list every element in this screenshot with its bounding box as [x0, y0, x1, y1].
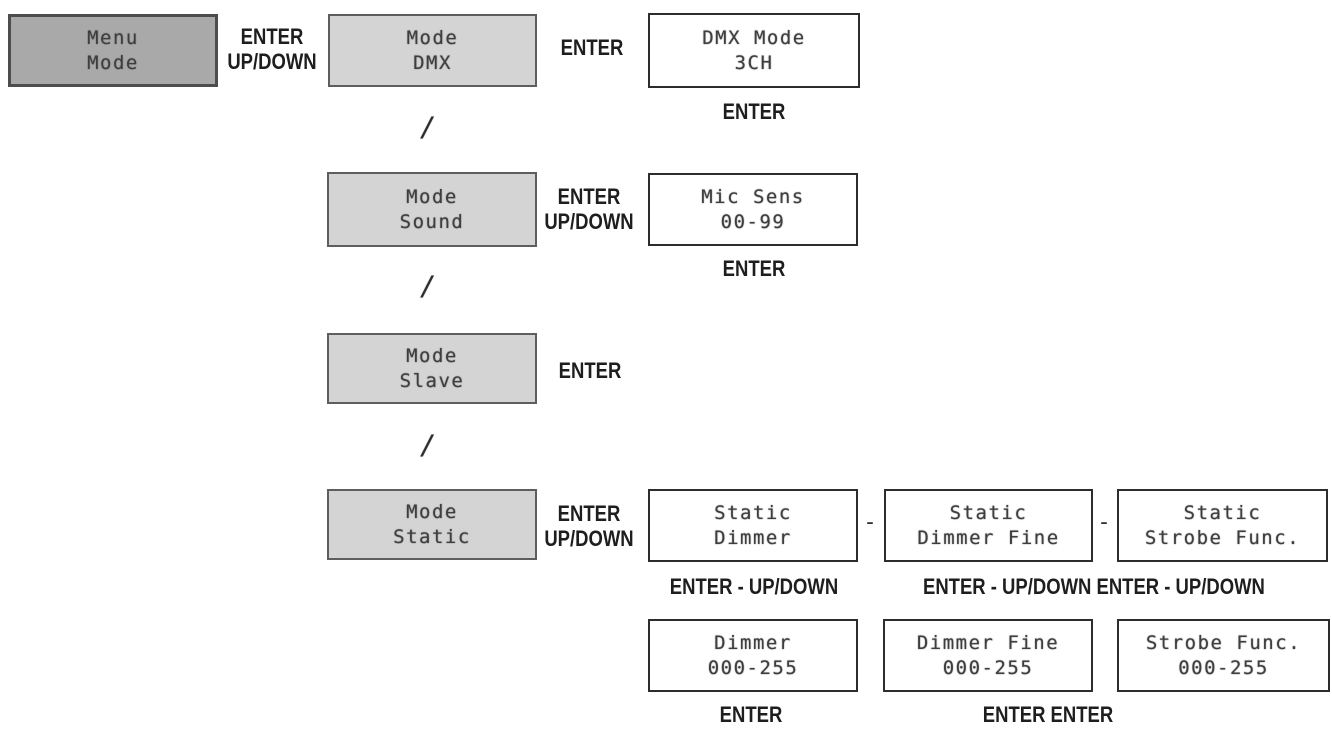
- screen-mode-slave: Mode Slave: [327, 333, 537, 404]
- screen-line2: Strobe Func.: [1144, 526, 1301, 549]
- dash-connector: -: [863, 510, 877, 535]
- screen-line1: Static: [1183, 501, 1262, 524]
- screen-line1: DMX Mode: [702, 26, 806, 49]
- label-enter: ENTER: [722, 256, 786, 281]
- screen-line2: DMX: [413, 51, 452, 74]
- screen-line2: Static: [393, 525, 471, 548]
- screen-line1: Dimmer Fine: [916, 631, 1060, 654]
- screen-static-dimmer-fine: Static Dimmer Fine: [884, 489, 1093, 562]
- screen-line1: Mode: [406, 344, 458, 367]
- label-enter: ENTER: [719, 702, 783, 727]
- screen-dimmer-value: Dimmer 000-255: [648, 619, 858, 692]
- slash-connector: /: [420, 112, 437, 143]
- label-enter-line: ENTER: [557, 184, 621, 209]
- screen-line2: Slave: [399, 369, 465, 392]
- screen-line1: Strobe Func.: [1145, 631, 1302, 654]
- screen-line1: Mode: [406, 26, 459, 49]
- screen-line1: Mic Sens: [701, 185, 805, 208]
- label-updown-line: UP/DOWN: [544, 526, 634, 551]
- screen-line2: 000-255: [1178, 656, 1269, 679]
- screen-dimmer-fine-value: Dimmer Fine 000-255: [883, 619, 1093, 692]
- screen-line1: Static: [714, 501, 792, 524]
- label-enter-line: ENTER: [557, 501, 621, 526]
- screen-dmx-mode-3ch: DMX Mode 3CH: [648, 13, 860, 88]
- screen-line2: 3CH: [734, 51, 774, 74]
- screen-line2: 00-99: [720, 210, 786, 233]
- screen-line1: Mode: [406, 500, 458, 523]
- screen-line2: Mode: [87, 51, 139, 74]
- slash-connector: /: [420, 430, 437, 461]
- slash-connector: /: [420, 271, 437, 302]
- screen-line1: Menu: [87, 26, 139, 49]
- dash-connector: -: [1097, 510, 1111, 535]
- screen-mode-sound: Mode Sound: [327, 172, 537, 247]
- screen-mode-dmx: Mode DMX: [328, 14, 537, 87]
- label-enter: ENTER: [558, 358, 622, 383]
- screen-line1: Mode: [406, 185, 458, 208]
- label-enter: ENTER: [560, 35, 624, 60]
- screen-line2: Dimmer: [714, 526, 792, 549]
- label-updown-line: UP/DOWN: [544, 209, 634, 234]
- screen-static-dimmer: Static Dimmer: [648, 489, 858, 562]
- screen-mode-static: Mode Static: [327, 489, 537, 560]
- screen-static-strobe-func: Static Strobe Func.: [1117, 489, 1328, 562]
- screen-line2: 000-255: [942, 656, 1034, 679]
- label-enter-line: ENTER: [240, 24, 304, 49]
- screen-menu-mode: Menu Mode: [8, 14, 218, 87]
- label-enter-updown-double-combo: ENTER - UP/DOWN ENTER - UP/DOWN: [923, 574, 1265, 599]
- screen-line2: Dimmer Fine: [917, 526, 1060, 549]
- screen-mic-sens: Mic Sens 00-99: [648, 173, 858, 246]
- label-enter: ENTER: [722, 99, 786, 124]
- label-enter-enter: ENTER ENTER: [982, 702, 1114, 727]
- screen-line2: 000-255: [707, 656, 799, 679]
- label-enter-updown-combo: ENTER - UP/DOWN: [669, 574, 839, 599]
- screen-line1: Dimmer: [714, 631, 792, 654]
- screen-strobe-func-value: Strobe Func. 000-255: [1117, 619, 1330, 692]
- label-updown-line: UP/DOWN: [227, 49, 317, 74]
- screen-line2: Sound: [399, 210, 465, 233]
- screen-line1: Static: [949, 501, 1028, 524]
